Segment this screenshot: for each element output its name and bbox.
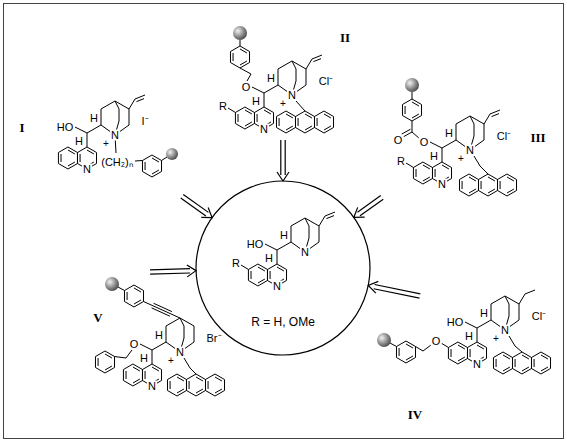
- atom-label: H: [139, 353, 149, 364]
- substituent-note: R = H, OMe: [250, 315, 316, 329]
- compound-I: [58, 95, 178, 177]
- atom-label: N: [147, 381, 157, 392]
- circle-outline: [196, 181, 370, 355]
- retrosynthesis-arrow: [354, 196, 383, 218]
- atom-label: +: [102, 138, 110, 149]
- support-sphere: [377, 333, 391, 347]
- atom-label: +: [492, 333, 500, 344]
- atom-label: O: [393, 135, 404, 146]
- bonds: [228, 40, 305, 113]
- atom-label: R: [218, 101, 228, 112]
- atom-label: H: [279, 230, 289, 241]
- atom-label: +: [457, 153, 465, 164]
- atom-label: I⁻: [140, 116, 149, 127]
- atom-label: N: [110, 130, 120, 141]
- atom-label: (CH₂)ₙ: [100, 157, 133, 168]
- compound-number: I: [18, 120, 25, 136]
- atom-label: HO: [246, 239, 265, 250]
- atom-label: O: [431, 336, 442, 347]
- compound-number: V: [92, 310, 103, 326]
- atom-label: H: [429, 151, 439, 162]
- bonds: [241, 265, 249, 270]
- bonds: [402, 92, 489, 174]
- retrosynthesis-arrow: [277, 140, 289, 181]
- atom-label: HO: [446, 317, 465, 328]
- compound-IV: [377, 290, 551, 374]
- compound-II: [228, 26, 334, 133]
- bonds: [115, 287, 197, 374]
- product-circle: HOHHNRNR = H, OMe: [195, 180, 371, 356]
- atom-label: H: [479, 308, 489, 319]
- atom-label: HO: [56, 122, 75, 133]
- atom-label: H: [444, 128, 454, 139]
- atom-label: N: [437, 179, 447, 190]
- support-sphere: [405, 78, 419, 92]
- compound-number: IV: [407, 407, 423, 423]
- compound-group: IHOHHN+I⁻(CH₂)ₙN: [10, 62, 182, 220]
- atom-label: H: [264, 253, 274, 264]
- atom-label: N: [175, 347, 185, 358]
- compound-III: [402, 78, 517, 196]
- compound-number: III: [529, 130, 546, 146]
- compound-group: VOHHN+Br⁻N: [50, 272, 230, 412]
- bonds: [390, 336, 522, 352]
- compound-center: [241, 212, 335, 286]
- atom-label: H: [89, 113, 99, 124]
- retrosynthesis-arrow: [150, 265, 196, 277]
- support-sphere: [166, 148, 178, 160]
- atom-label: H: [464, 331, 474, 342]
- circle-outline: [195, 180, 371, 356]
- atom-label: O: [419, 137, 430, 148]
- retrosynthesis-arrow: [181, 195, 212, 218]
- atom-label: +: [279, 98, 287, 109]
- atom-label: N: [465, 145, 475, 156]
- atom-label: Cl⁻: [531, 311, 547, 322]
- atom-label: R: [231, 258, 241, 269]
- compound-number: II: [339, 30, 351, 46]
- retrosynthesis-arrow: [368, 281, 420, 298]
- compound-group: IVHOHHN+Cl⁻ON: [374, 296, 560, 430]
- atom-label: O: [241, 82, 252, 93]
- support-sphere: [233, 26, 247, 40]
- atom-label: N: [287, 90, 297, 101]
- atom-label: Cl⁻: [496, 131, 512, 142]
- atom-label: H: [154, 330, 164, 341]
- atom-label: H: [266, 73, 276, 84]
- atom-label: Cl⁻: [318, 76, 334, 87]
- atom-label: N: [300, 247, 310, 258]
- atom-label: N: [82, 164, 92, 175]
- atom-label: N: [272, 281, 282, 292]
- atom-label: O: [129, 339, 140, 350]
- atom-label: H: [251, 96, 261, 107]
- atom-label: N: [259, 124, 269, 135]
- frame: [4, 4, 564, 439]
- atom-label: +: [167, 355, 175, 366]
- atom-label: Br⁻: [206, 333, 223, 344]
- compound-group: IIOHHN+Cl⁻RN: [185, 5, 360, 140]
- compound-V: [95, 277, 224, 396]
- atom-label: R: [396, 156, 406, 167]
- atom-label: N: [472, 359, 482, 370]
- compound-group: IIIOOHHN+Cl⁻RN: [382, 52, 555, 210]
- atom-label: H: [74, 136, 84, 147]
- support-sphere: [105, 277, 119, 291]
- atom-label: N: [500, 325, 510, 336]
